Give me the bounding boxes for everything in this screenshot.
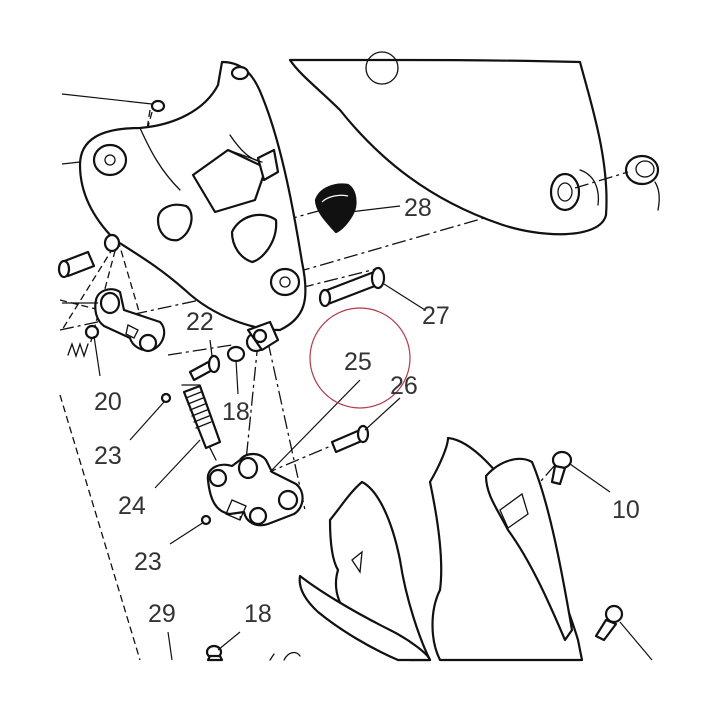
screw-lower-right (594, 604, 624, 642)
callout-22: 22 (186, 308, 214, 336)
washer-18-upper (226, 320, 280, 363)
part-29-edge (269, 651, 301, 661)
washer-18-lower (205, 644, 224, 662)
pivot-pin-27 (318, 266, 386, 308)
right-frame-panel (288, 51, 608, 236)
main-bracket-plate (78, 60, 307, 332)
callout-23-upper: 23 (94, 442, 122, 470)
callout-29: 29 (148, 600, 176, 628)
callout-25: 25 (344, 348, 372, 376)
screw-10 (550, 450, 573, 486)
callout-23-lower: 23 (134, 548, 162, 576)
lower-plate (298, 480, 432, 662)
ducati-badge (314, 183, 357, 234)
spring-24 (181, 384, 222, 461)
bolt-22 (188, 354, 221, 382)
rubber-grommet (574, 154, 660, 211)
callout-24: 24 (118, 492, 146, 520)
callout-27: 27 (422, 302, 450, 330)
callout-20: 20 (94, 388, 122, 416)
shift-lever-pivot (94, 288, 166, 353)
bolt-26 (330, 424, 370, 454)
callout-10: 10 (612, 496, 640, 524)
o-ring-23a (160, 392, 172, 404)
callout-18-upper: 18 (222, 398, 250, 426)
linkage-25 (206, 452, 304, 527)
heel-guard (428, 436, 584, 662)
callout-18-lower: 18 (244, 600, 272, 628)
highlight-circle-25 (309, 307, 411, 409)
callout-28: 28 (404, 194, 432, 222)
callout-26: 26 (390, 372, 418, 400)
leader-lines (61, 93, 653, 661)
spring-20 (67, 324, 100, 359)
left-pin (57, 233, 121, 279)
